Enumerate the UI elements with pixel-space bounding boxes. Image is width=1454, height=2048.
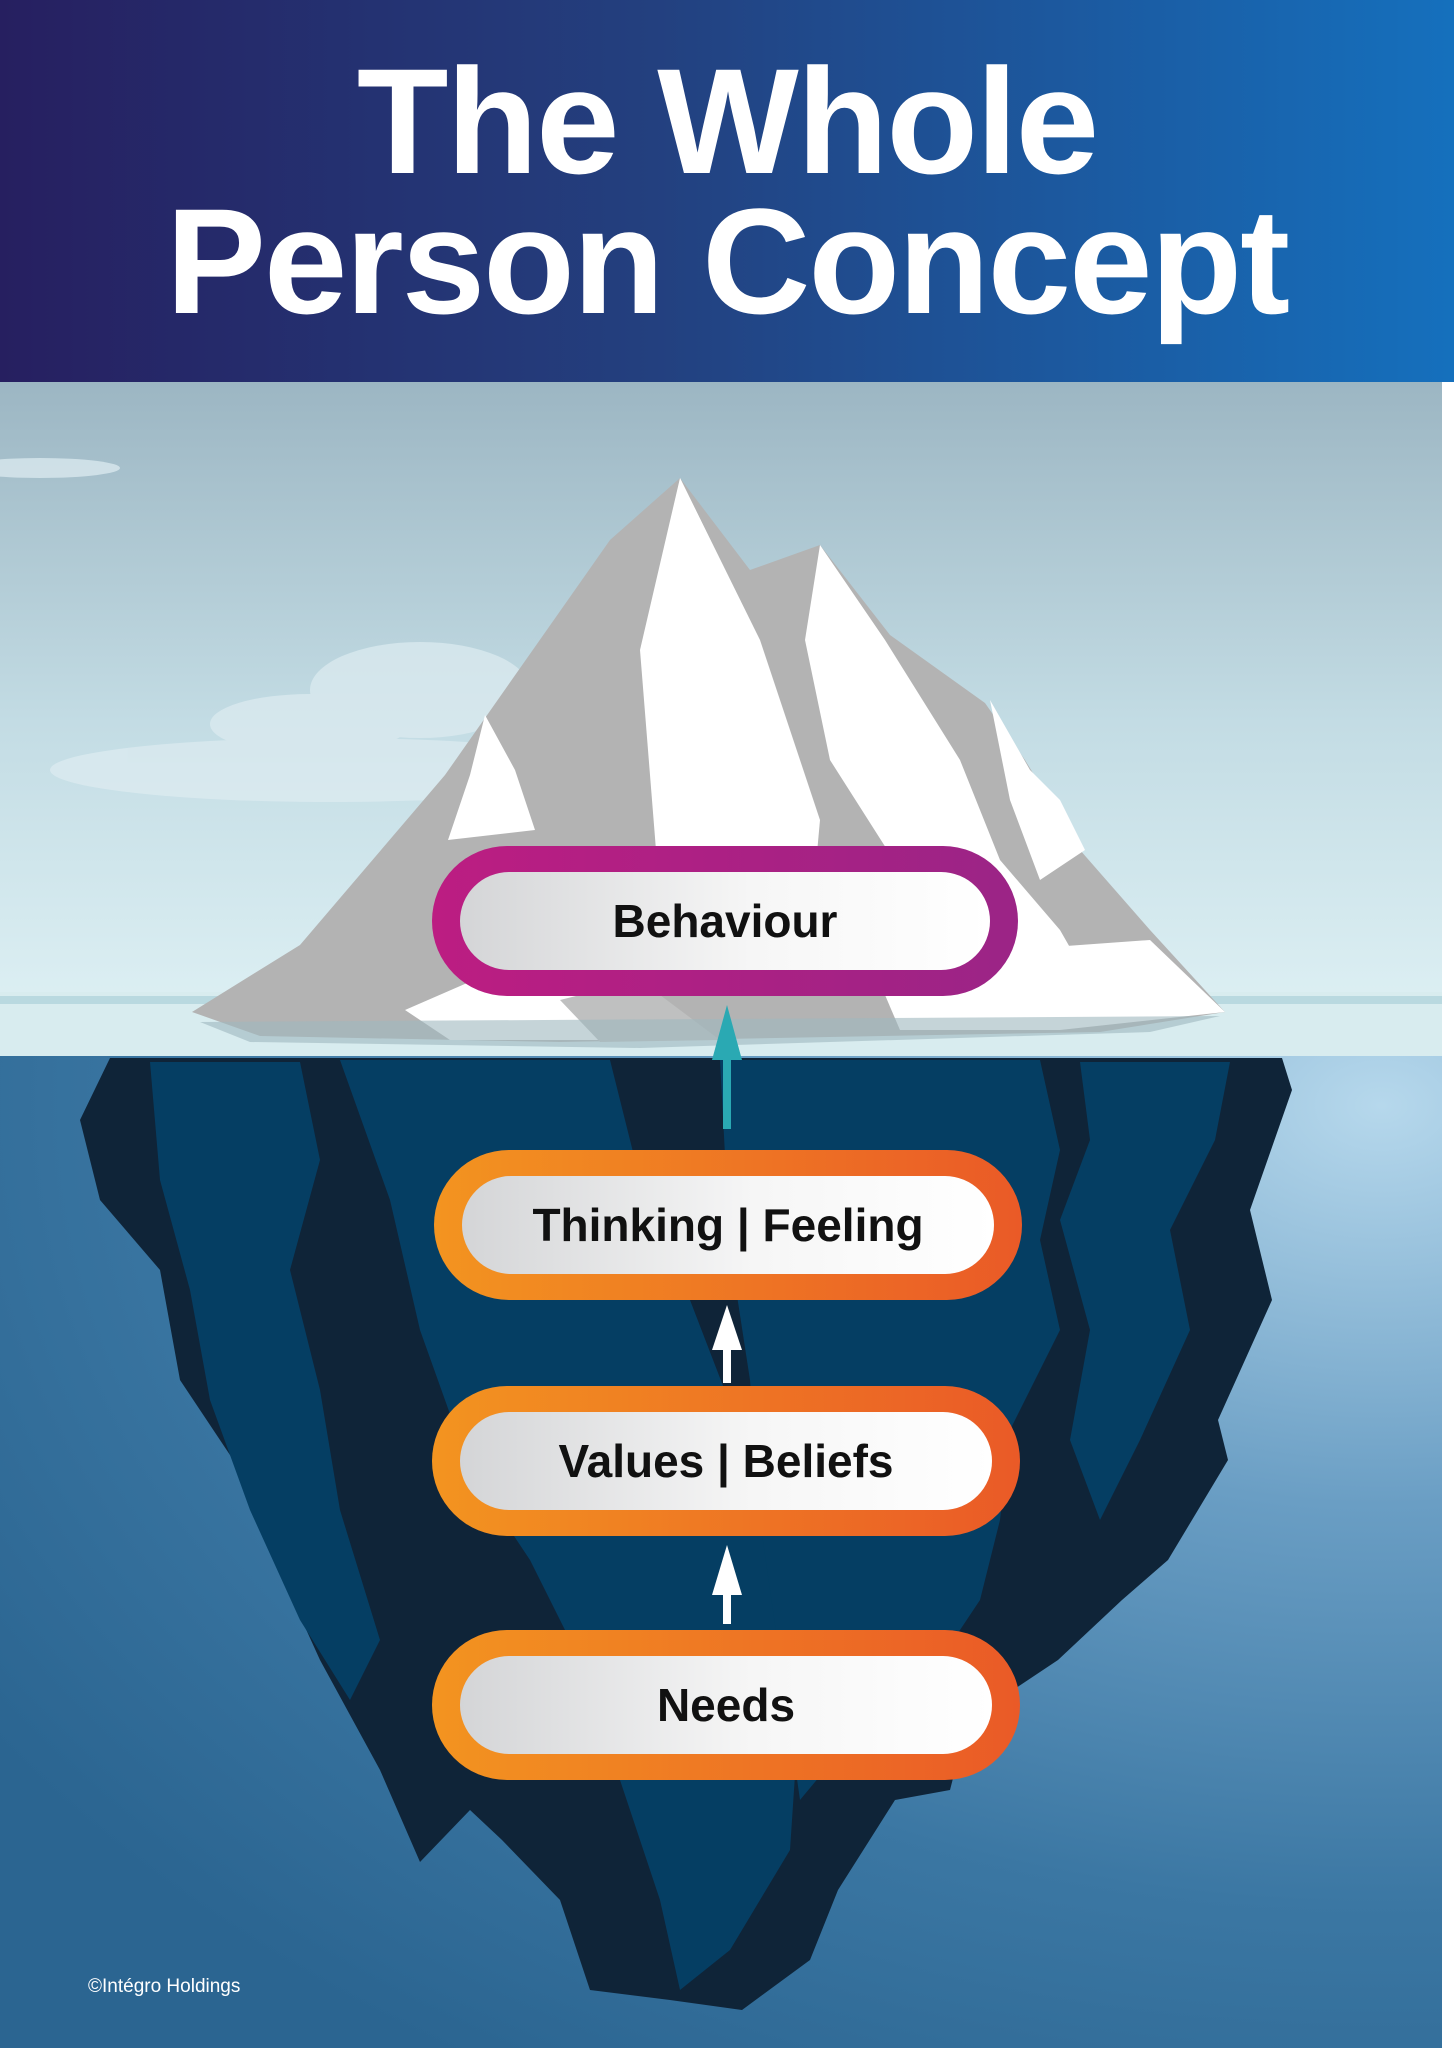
right-edge-strip bbox=[1442, 382, 1454, 2048]
level-behaviour: Behaviour bbox=[432, 846, 1018, 996]
level-values-beliefs-label: Values | Beliefs bbox=[460, 1412, 992, 1510]
level-needs: Needs bbox=[432, 1630, 1020, 1780]
title-banner: The Whole Person Concept bbox=[0, 0, 1454, 382]
title-line-2: Person Concept bbox=[165, 177, 1290, 345]
level-values-beliefs: Values | Beliefs bbox=[432, 1386, 1020, 1536]
level-thinking-feeling-label: Thinking | Feeling bbox=[462, 1176, 994, 1274]
arrow-thinking-to-behaviour bbox=[712, 1005, 742, 1129]
level-needs-label: Needs bbox=[460, 1656, 992, 1754]
title-line-1: The Whole bbox=[356, 37, 1099, 205]
level-behaviour-label: Behaviour bbox=[460, 872, 990, 970]
copyright-notice: ©Intégro Holdings bbox=[88, 1976, 241, 1997]
level-thinking-feeling: Thinking | Feeling bbox=[434, 1150, 1022, 1300]
arrow-values-to-thinking bbox=[712, 1305, 742, 1383]
arrow-needs-to-values bbox=[712, 1545, 742, 1624]
